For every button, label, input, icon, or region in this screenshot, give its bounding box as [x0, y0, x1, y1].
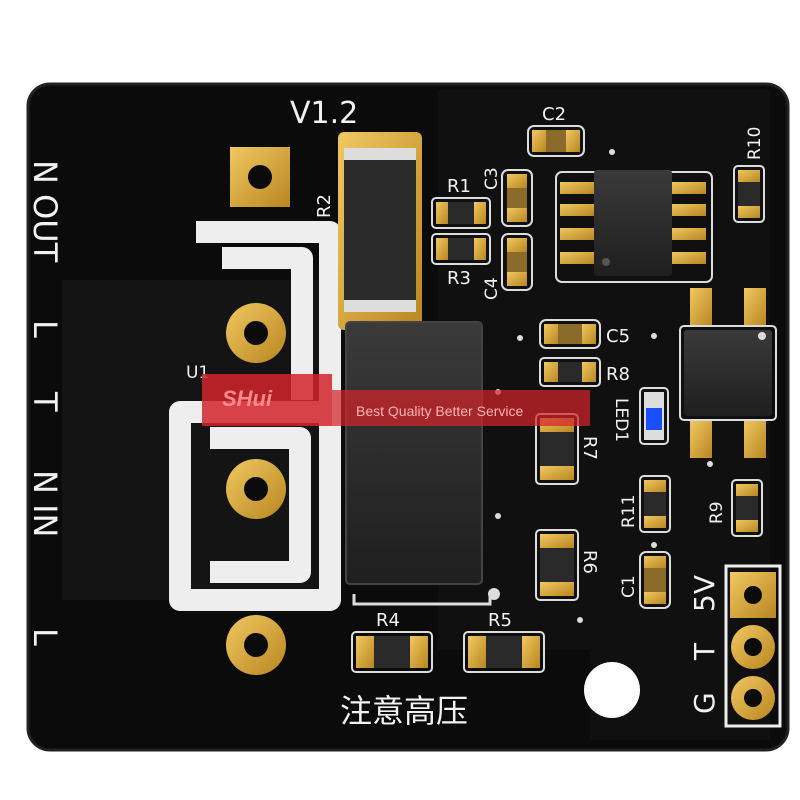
label-r9: R9 [707, 501, 727, 524]
pin1-marker [488, 588, 500, 600]
label-r1: R1 [447, 176, 471, 197]
pin-header [724, 564, 782, 728]
ic-soic8 [555, 170, 713, 283]
left-pin-labels: N OUT L T N IN L [26, 160, 64, 646]
pcb-board-edge [26, 82, 790, 752]
capacitor-c2 [527, 125, 585, 157]
left-pads [226, 147, 290, 675]
label-c3: C3 [482, 167, 502, 190]
capacitor-c5 [539, 319, 601, 349]
label-r3: R3 [447, 268, 471, 289]
label-c4: C4 [482, 277, 502, 300]
resistor-r10 [733, 165, 765, 223]
resistor-r9 [731, 479, 763, 537]
resistor-r6 [535, 529, 579, 601]
version-label: V1.2 [290, 96, 358, 131]
pin-label-l-top: L [26, 320, 64, 338]
pin-label-n-in: N IN [26, 470, 64, 537]
label-c1: C1 [619, 575, 639, 598]
label-r5: R5 [488, 610, 512, 631]
label-r2: R2 [314, 194, 335, 218]
watermark-banner: SHui Best Quality Better Service [202, 374, 590, 426]
label-c2: C2 [542, 104, 566, 125]
label-c5: C5 [606, 326, 630, 347]
label-led1: LED1 [611, 398, 631, 442]
capacitor-c1 [639, 551, 671, 609]
capacitor-c3 [501, 169, 533, 227]
header-label-t: T [688, 642, 721, 661]
resistor-r11 [639, 475, 671, 533]
capacitor-c4 [501, 233, 533, 291]
hv-warning-label: 注意高压 [340, 692, 468, 730]
resistor-r4 [351, 631, 433, 673]
pin-label-t: T [26, 391, 64, 412]
label-r4: R4 [376, 610, 400, 631]
mounting-hole [584, 662, 640, 718]
bridge-component [679, 288, 777, 458]
component-u1 [345, 321, 492, 606]
header-label-5v: 5V [688, 575, 721, 612]
pin-label-n-out: N OUT [26, 160, 64, 263]
label-r8: R8 [606, 364, 630, 385]
resistor-r8 [539, 357, 601, 387]
resistor-r2 [338, 132, 422, 330]
resistor-r5 [463, 631, 545, 673]
label-r11: R11 [619, 495, 639, 528]
watermark-slogan: Best Quality Better Service [356, 403, 524, 419]
label-r7: R7 [579, 436, 600, 460]
pin-label-l-bottom: L [26, 628, 64, 646]
label-r10: R10 [745, 127, 765, 160]
header-label-g: G [688, 692, 721, 714]
watermark-brand: SHui [222, 386, 273, 411]
resistor-r1 [431, 197, 491, 229]
label-r6: R6 [579, 550, 600, 574]
resistor-r3 [431, 233, 491, 265]
led1 [639, 387, 669, 445]
